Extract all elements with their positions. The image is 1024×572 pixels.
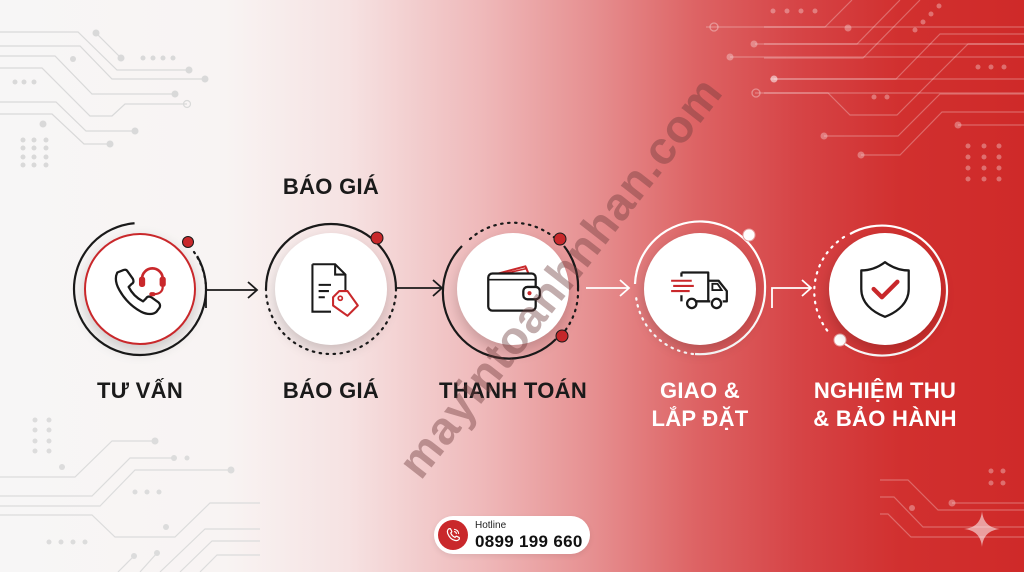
phone-ringing-icon (438, 520, 468, 550)
step-label-thanh-toan: THANH TOÁN (438, 378, 588, 403)
arrow-right-icon (205, 281, 259, 308)
step-label-nghiem-thu-line1: NGHIỆM THU (813, 378, 957, 403)
step-bao-gia[interactable] (246, 204, 416, 374)
bao-gia-top-label: BÁO GIÁ (282, 174, 380, 199)
sparkle-icon (964, 511, 1000, 547)
document-price-tag-icon (311, 263, 359, 317)
step-nghiem-thu[interactable] (800, 204, 970, 374)
step-giao-lap-dat[interactable] (615, 204, 785, 374)
delivery-truck-icon (671, 271, 728, 310)
step-ring (72, 221, 208, 357)
hotline-button[interactable]: Hotline 0899 199 660 (434, 516, 590, 554)
step-ring (264, 222, 398, 356)
arrow-right-icon (586, 279, 631, 297)
step-disc (829, 233, 941, 345)
wallet-icon (487, 265, 541, 312)
shield-check-icon (860, 261, 910, 318)
hotline-number[interactable]: 0899 199 660 (475, 531, 583, 551)
phone-headset-icon (114, 267, 166, 316)
step-ring (813, 224, 949, 357)
step-tu-van[interactable] (55, 204, 225, 374)
step-label-nghiem-thu-line2: & BẢO HÀNH (813, 406, 957, 431)
arrow-right-icon (771, 279, 813, 308)
step-label-tu-van: TƯ VẤN (96, 378, 184, 403)
step-label-giao-line1: GIAO & (659, 378, 741, 403)
step-ring (441, 221, 580, 360)
step-disc (275, 233, 387, 345)
step-disc (84, 233, 196, 345)
step-thanh-toan[interactable] (428, 204, 598, 374)
step-disc (457, 233, 569, 345)
step-ring (633, 220, 767, 356)
step-label-bao-gia: BÁO GIÁ (282, 378, 380, 403)
hotline-caption: Hotline (475, 519, 507, 531)
step-label-giao-line2: LẮP ĐẶT (651, 406, 749, 431)
step-disc (644, 233, 756, 345)
